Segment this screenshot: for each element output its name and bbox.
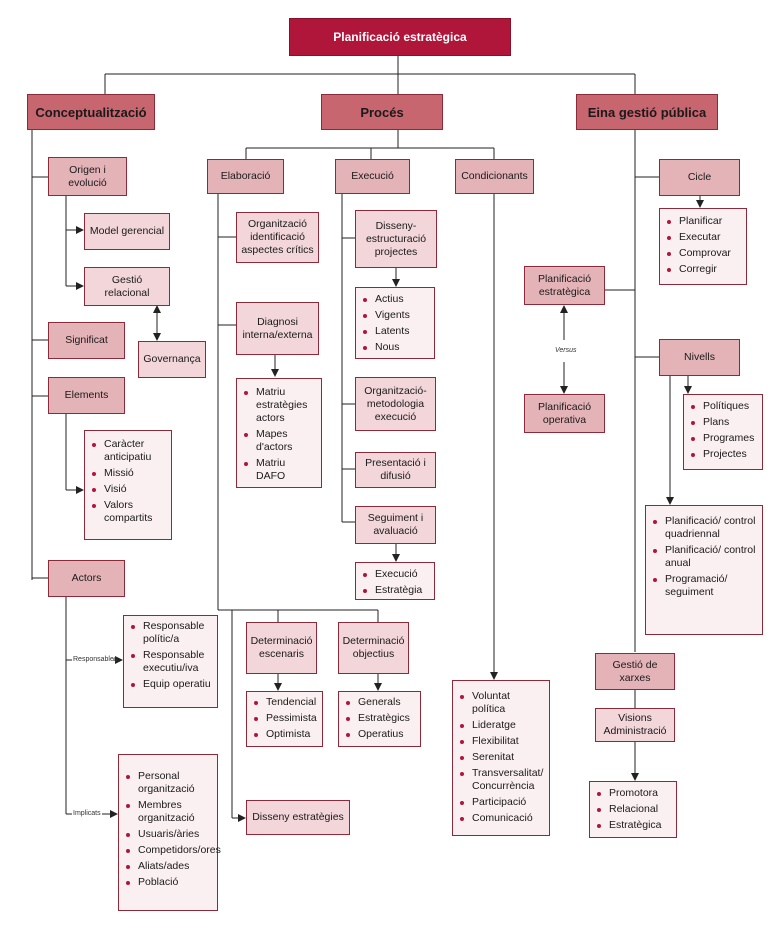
list-escenaris: Tendencial Pessimista Optimista	[246, 691, 323, 747]
node-organitzacio-identificacio: Organització identificació aspectes crít…	[236, 212, 319, 263]
list-item: Latents	[360, 325, 430, 338]
list-item: Estratègica	[594, 819, 672, 832]
list-projectes: Actius Vigents Latents Nous	[355, 287, 435, 359]
header-proces: Procés	[321, 94, 443, 130]
node-model-gerencial: Model gerencial	[84, 213, 170, 250]
list-item: Personal organització	[123, 770, 213, 796]
list-item: Voluntat política	[457, 690, 545, 716]
list-item: Matriu DAFO	[241, 457, 317, 483]
list-item: Estratègia	[360, 584, 430, 597]
list-item: Polítiques	[688, 400, 758, 413]
list-item: Planificar	[664, 215, 742, 228]
list-item: Vigents	[360, 309, 430, 322]
list-item: Plans	[688, 416, 758, 429]
list-item: Mapes d'actors	[241, 428, 317, 454]
list-seguiment: Execució Estratègia	[355, 562, 435, 600]
list-item: Planificació/ control quadriennal	[650, 515, 758, 541]
list-item: Actius	[360, 293, 430, 306]
list-item: Comunicació	[457, 812, 545, 825]
node-organitzacio-metodologia: Organització-metodologia execució	[355, 377, 436, 431]
node-actors: Actors	[48, 560, 125, 597]
list-item: Participació	[457, 796, 545, 809]
label-versus: Versus	[555, 347, 577, 354]
list-item: Executar	[664, 231, 742, 244]
list-item: Responsable polític/a	[128, 620, 213, 646]
list-item: Generals	[343, 696, 416, 709]
header-conceptualitzacio: Conceptualització	[27, 94, 155, 130]
list-diagnosi: Matriu estratègies actors Mapes d'actors…	[236, 378, 322, 488]
list-item: Projectes	[688, 448, 758, 461]
list-item: Matriu estratègies actors	[241, 386, 317, 425]
node-governanca: Governança	[138, 341, 206, 378]
node-significat: Significat	[48, 322, 125, 359]
list-item: Valors compartits	[89, 499, 167, 525]
list-nivells: Polítiques Plans Programes Projectes	[683, 394, 763, 470]
list-item: Flexibilitat	[457, 735, 545, 748]
list-item: Lideratge	[457, 719, 545, 732]
list-item: Membres organització	[123, 799, 213, 825]
label-responsables: Responsables	[73, 656, 118, 663]
node-presentacio-difusio: Presentació i difusió	[355, 452, 436, 488]
node-gestio-relacional: Gestió relacional	[84, 267, 170, 306]
list-item: Competidors/ores	[123, 844, 221, 857]
node-visions-administracio: Visions Administració	[595, 708, 675, 742]
header-eina-gestio-publica: Eina gestió pública	[576, 94, 718, 130]
node-elaboracio: Elaboració	[207, 159, 284, 194]
node-determinacio-escenaris: Determinació escenaris	[246, 622, 317, 674]
list-item: Estratègics	[343, 712, 416, 725]
node-gestio-xarxes: Gestió de xarxes	[595, 653, 675, 690]
list-elements: Caràcter anticipatiu Missió Visió Valors…	[84, 430, 172, 540]
list-condicionants: Voluntat política Lideratge Flexibilitat…	[452, 680, 550, 836]
list-item: Missió	[89, 467, 167, 480]
list-planificacio-control: Planificació/ control quadriennal Planif…	[645, 505, 763, 635]
list-item: Pessimista	[251, 712, 318, 725]
list-item: Promotora	[594, 787, 672, 800]
list-item: Execució	[360, 568, 430, 581]
list-item: Comprovar	[664, 247, 742, 260]
list-item: Nous	[360, 341, 430, 354]
list-item: Transversalitat/ Concurrència	[457, 767, 545, 793]
list-visions: Promotora Relacional Estratègica	[589, 781, 677, 838]
main-title: Planificació estratègica	[289, 18, 511, 56]
node-origen-evolucio: Origen i evolució	[48, 157, 127, 196]
node-planificacio-operativa: Planificació operativa	[524, 394, 605, 433]
list-item: Equip operatiu	[128, 678, 213, 691]
node-execucio: Execució	[335, 159, 410, 194]
list-item: Usuaris/àries	[123, 828, 213, 841]
list-item: Responsable executiu/iva	[128, 649, 213, 675]
list-objectius: Generals Estratègics Operatius	[338, 691, 421, 747]
list-item: Programació/ seguiment	[650, 573, 758, 599]
list-item: Serenitat	[457, 751, 545, 764]
list-implicats: Personal organització Membres organitzac…	[118, 754, 221, 911]
list-item: Corregir	[664, 263, 742, 276]
node-disseny-projectes: Disseny-estructuració projectes	[355, 210, 437, 268]
list-item: Operatius	[343, 728, 416, 741]
node-condicionants: Condicionants	[455, 159, 534, 194]
node-planificacio-estrategica: Planificació estratègica	[524, 266, 605, 305]
list-item: Tendencial	[251, 696, 318, 709]
list-item: Relacional	[594, 803, 672, 816]
node-cicle: Cicle	[659, 159, 740, 196]
list-item: Optimista	[251, 728, 318, 741]
list-item: Visió	[89, 483, 167, 496]
label-implicats: Implicats	[73, 810, 101, 817]
node-elements: Elements	[48, 377, 125, 414]
node-nivells: Nivells	[659, 339, 740, 376]
node-seguiment-avaluacio: Seguiment i avaluació	[355, 506, 436, 544]
list-item: Programes	[688, 432, 758, 445]
node-diagnosi: Diagnosi interna/externa	[236, 302, 319, 355]
list-item: Caràcter anticipatiu	[89, 438, 167, 464]
list-responsables: Responsable polític/a Responsable execut…	[123, 615, 218, 708]
list-item: Planificació/ control anual	[650, 544, 758, 570]
list-item: Aliats/ades	[123, 860, 213, 873]
node-determinacio-objectius: Determinació objectius	[338, 622, 409, 674]
list-cicle: Planificar Executar Comprovar Corregir	[659, 208, 747, 285]
node-disseny-estrategies: Disseny estratègies	[246, 800, 350, 835]
list-item: Població	[123, 876, 213, 889]
